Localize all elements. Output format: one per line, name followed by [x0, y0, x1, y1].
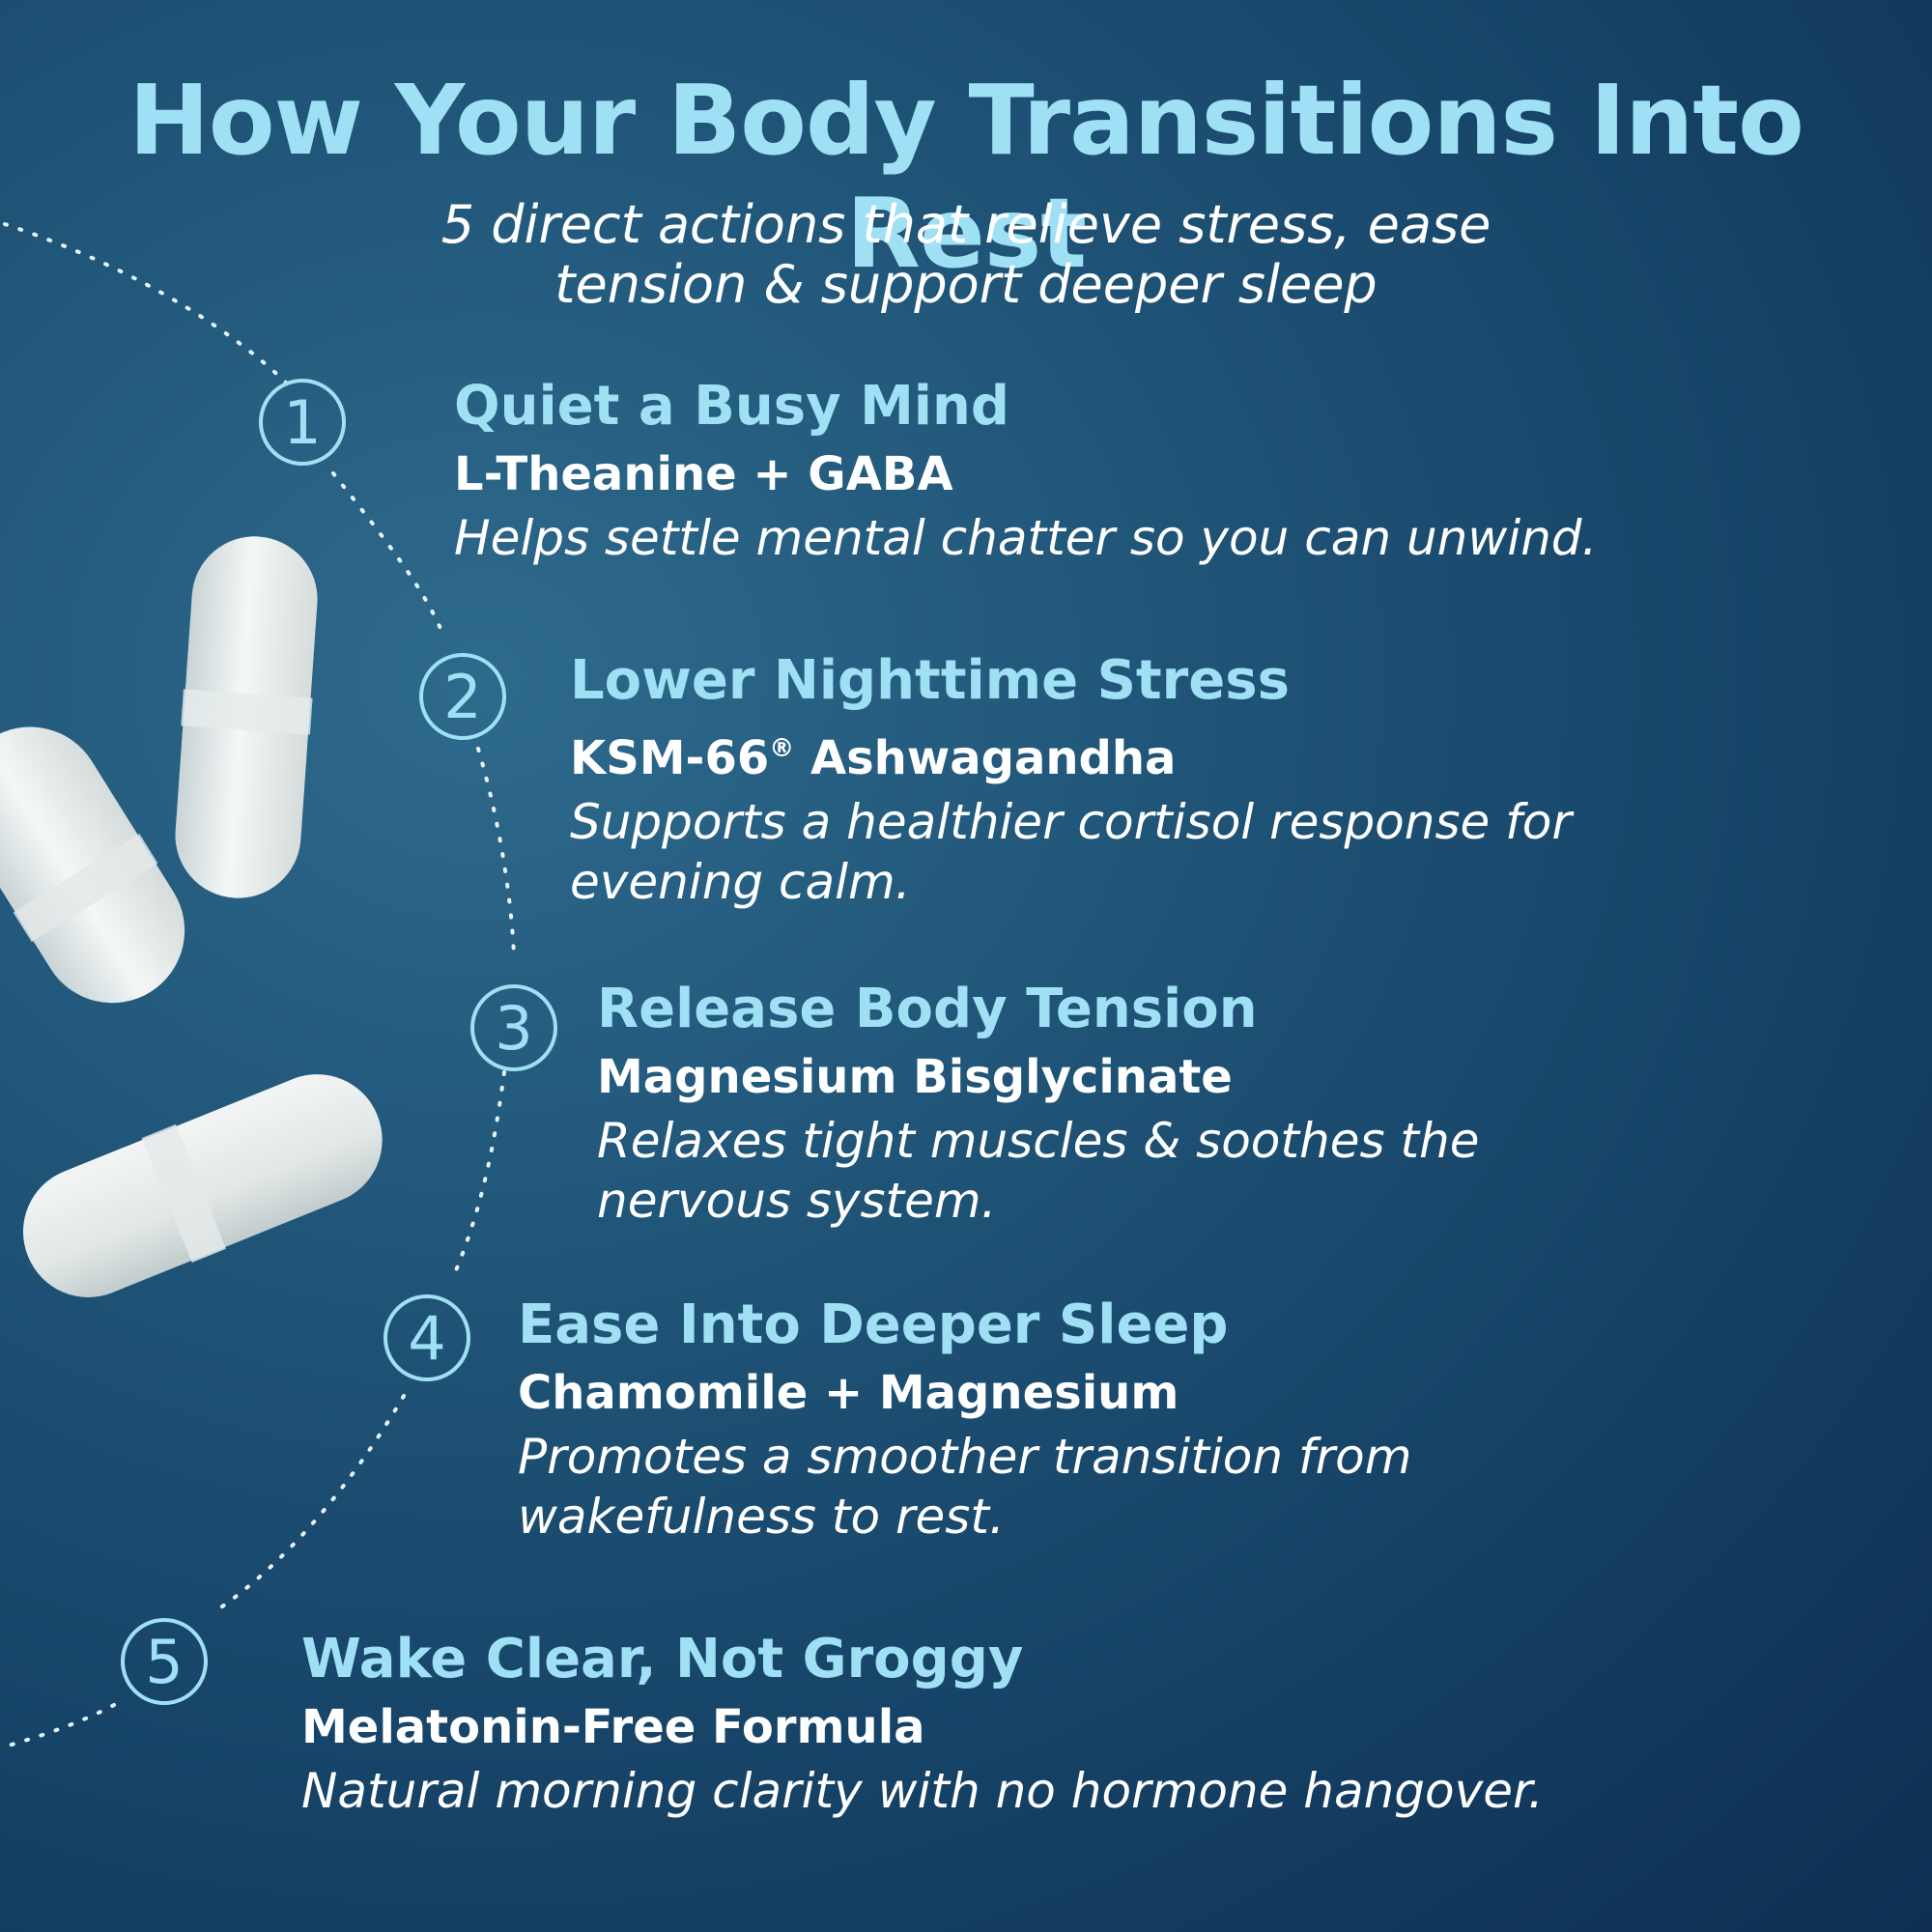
step-5: Wake Clear, Not Groggy Melatonin-Free Fo… — [301, 1626, 1905, 1821]
step-4: Ease Into Deeper Sleep Chamomile + Magne… — [518, 1292, 1658, 1547]
step-2: Lower Nighttime Stress KSM-66® Ashwagand… — [570, 647, 1768, 912]
ingredient-name-rest: Ashwagandha — [794, 731, 1177, 785]
step-ingredient: Melatonin-Free Formula — [301, 1700, 925, 1754]
page-subtitle: 5 direct actions that relieve stress, ea… — [0, 195, 1932, 315]
step-ingredient: KSM-66® Ashwagandha — [570, 715, 1768, 792]
step-2-badge: 2 — [419, 653, 506, 740]
page-title: How Your Body Transitions Into Rest — [128, 64, 1804, 290]
step-5-badge: 5 — [121, 1618, 208, 1705]
step-title: Quiet a Busy Mind — [454, 375, 1009, 438]
subtitle-line-1: 5 direct actions that relieve stress, ea… — [440, 194, 1492, 255]
step-title: Wake Clear, Not Groggy — [301, 1628, 1024, 1690]
step-1-badge: 1 — [259, 379, 346, 466]
step-description: Supports a healthier cortisol response f… — [570, 794, 1572, 910]
capsule-lying — [22, 1074, 383, 1297]
step-4-badge: 4 — [384, 1294, 470, 1381]
capsule-left — [0, 726, 185, 1004]
step-1: Quiet a Busy Mind L-Theanine + GABA Help… — [454, 373, 1884, 568]
step-title: Release Body Tension — [597, 978, 1258, 1040]
step-ingredient: Chamomile + Magnesium — [518, 1366, 1179, 1420]
step-ingredient: L-Theanine + GABA — [454, 447, 953, 501]
step-description: Natural morning clarity with no hormone … — [301, 1763, 1544, 1819]
ingredient-name: KSM-66 — [570, 731, 770, 785]
step-title: Ease Into Deeper Sleep — [518, 1293, 1229, 1356]
step-ingredient: Magnesium Bisglycinate — [597, 1050, 1233, 1104]
step-3-badge: 3 — [470, 984, 557, 1071]
step-description: Relaxes tight muscles & soothes the nerv… — [597, 1113, 1480, 1229]
step-title: Lower Nighttime Stress — [570, 649, 1290, 712]
registered-mark: ® — [769, 734, 795, 763]
step-description: Promotes a smoother transition from wake… — [518, 1429, 1412, 1545]
step-3: Release Body Tension Magnesium Bisglycin… — [597, 976, 1689, 1231]
step-description: Helps settle mental chatter so you can u… — [454, 510, 1598, 566]
subtitle-line-2: tension & support deeper sleep — [554, 254, 1378, 315]
capsule-upright — [175, 536, 318, 898]
